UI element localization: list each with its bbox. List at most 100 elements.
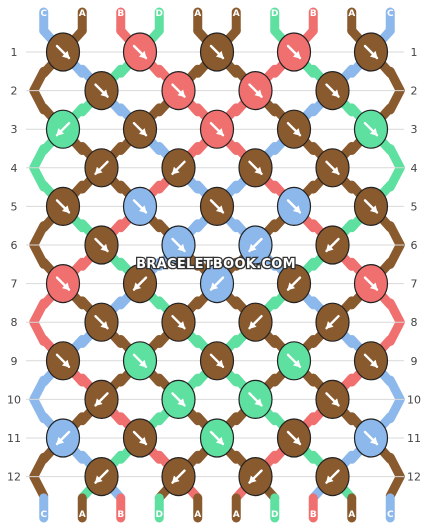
knot <box>315 379 350 419</box>
knot-arrow-head <box>292 205 301 214</box>
knot-arrow-head <box>210 282 219 291</box>
knot <box>238 225 273 265</box>
row-number-left: 4 <box>11 162 18 175</box>
knot <box>315 302 350 342</box>
knot <box>45 264 81 304</box>
knot <box>84 225 119 265</box>
row-number-right: 6 <box>411 239 418 252</box>
knot <box>315 148 350 188</box>
knot <box>276 186 312 226</box>
row-number-right: 4 <box>411 162 418 175</box>
row-number-right: 7 <box>411 278 418 291</box>
knot-arrow-head <box>94 475 103 484</box>
knot-arrow-head <box>138 50 147 59</box>
knot <box>353 418 389 458</box>
knot-arrow-head <box>177 398 186 407</box>
thread-label-bottom: B <box>117 510 124 520</box>
knot-arrow-head <box>369 436 378 445</box>
knot <box>45 418 81 458</box>
thread-label-bottom: A <box>194 510 201 520</box>
thread-label-top: C <box>40 9 47 19</box>
knot-arrow-head <box>61 282 70 291</box>
knot <box>161 148 196 188</box>
knot <box>276 418 312 458</box>
row-number-left: 7 <box>11 278 18 291</box>
row-number-left: 11 <box>7 432 21 445</box>
knot-arrow-head <box>138 436 147 445</box>
knot-arrow-head <box>292 128 301 136</box>
knot <box>84 457 119 497</box>
row-number-left: 2 <box>11 85 18 98</box>
knot <box>276 341 312 381</box>
thread-label-bottom: B <box>310 510 317 520</box>
knot-arrow-head <box>325 475 334 484</box>
knot-arrow-head <box>248 475 257 484</box>
knot-arrow-head <box>177 243 186 252</box>
knot-arrow-head <box>369 205 378 214</box>
knot-arrow-head <box>100 321 109 329</box>
row-number-right: 12 <box>407 471 421 484</box>
knot <box>161 302 196 342</box>
knot-arrow-head <box>177 89 186 98</box>
knot <box>238 379 273 419</box>
knot-arrow-head <box>171 166 180 175</box>
knot <box>353 341 389 381</box>
thread-label-top: A <box>233 9 240 19</box>
knot <box>353 264 389 304</box>
thread-label-top: B <box>310 9 317 19</box>
thread-label-bottom: C <box>40 510 47 520</box>
knot <box>161 457 196 497</box>
row-number-right: 1 <box>411 46 418 59</box>
knot <box>353 186 389 226</box>
row-number-right: 11 <box>407 432 421 445</box>
knot-arrow-head <box>61 50 70 59</box>
row-number-left: 9 <box>11 355 18 368</box>
knot <box>238 457 273 497</box>
knot-arrow-head <box>325 243 334 252</box>
thread-label-top: D <box>271 9 278 19</box>
knot <box>84 302 119 342</box>
row-number-right: 3 <box>411 123 418 136</box>
knot <box>84 379 119 419</box>
row-number-right: 2 <box>411 85 418 98</box>
row-number-left: 8 <box>11 316 18 329</box>
thread-label-top: D <box>156 9 163 19</box>
knot-arrow-head <box>94 166 103 175</box>
knot <box>353 109 389 149</box>
knot <box>199 32 235 72</box>
knot-arrow-head <box>331 398 340 407</box>
knot-arrow-head <box>248 321 257 329</box>
knot-arrow-head <box>325 321 334 329</box>
knot-arrow-head <box>292 359 301 368</box>
thread-label-bottom: D <box>271 510 278 520</box>
knot-grid <box>45 32 389 497</box>
knot <box>122 109 158 149</box>
knot-arrow-head <box>177 321 186 329</box>
knot-arrow-head <box>138 128 147 136</box>
knot-arrow-head <box>369 128 378 136</box>
row-number-left: 12 <box>7 471 21 484</box>
knot <box>199 109 235 149</box>
knot <box>122 418 158 458</box>
row-number-left: 3 <box>11 123 18 136</box>
knot <box>238 148 273 188</box>
row-number-right: 9 <box>411 355 418 368</box>
knot-arrow-head <box>56 436 65 445</box>
thread-label-top: B <box>117 9 124 19</box>
knot-arrow-head <box>287 282 296 291</box>
knot <box>276 264 312 304</box>
knot-arrow-head <box>94 398 103 407</box>
knot-arrow-head <box>61 205 70 214</box>
knot <box>276 32 312 72</box>
thread-label-bottom: D <box>156 510 163 520</box>
thread-label-bottom: A <box>79 510 86 520</box>
knot <box>84 148 119 188</box>
knot-arrow-head <box>292 50 301 59</box>
thread-label-top: C <box>387 9 394 19</box>
knot-arrow-head <box>331 166 340 175</box>
knot-arrow-head <box>138 359 147 368</box>
knot <box>45 186 81 226</box>
knot <box>238 302 273 342</box>
